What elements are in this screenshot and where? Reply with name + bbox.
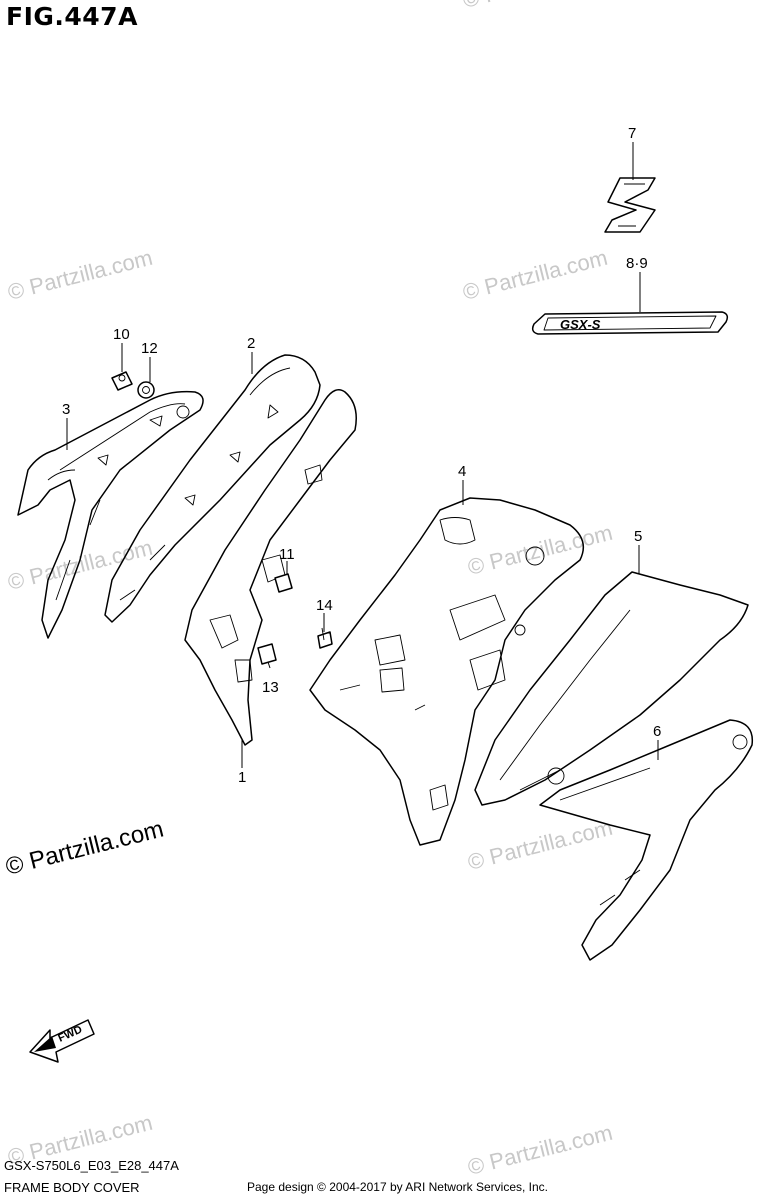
part-10-bolt [111,371,133,391]
callout-1: 1 [238,769,246,786]
watermark: © Partzilla.com [465,815,615,875]
part-2-cover [104,354,321,623]
callout-10: 10 [113,326,130,343]
watermark-group: © Partzilla.com © Partzilla.com © Partzi… [3,0,615,1180]
watermark: © Partzilla.com [460,0,610,13]
callout-14: 14 [316,597,333,614]
watermark: © Partzilla.com [460,245,610,305]
callout-5: 5 [634,528,642,545]
part-5-panel [474,571,749,806]
part-7-emblem [604,177,656,233]
watermark-dark: © Partzilla.com [3,816,166,881]
fwd-arrow: FWD [29,1019,95,1063]
watermark: © Partzilla.com [465,520,615,580]
part-4-cover [309,497,585,846]
copyright-notice: Page design © 2004-2017 by ARI Network S… [247,1180,549,1194]
figure-title: FIG.447A [6,2,138,31]
part-11-grommet [274,573,293,593]
figure-name: FRAME BODY COVER [4,1180,140,1195]
callout-11: 11 [279,546,295,563]
watermark: © Partzilla.com [465,1120,615,1180]
callout-8-9: 8·9 [626,255,648,272]
callout-13: 13 [262,679,279,696]
callout-6: 6 [653,723,661,740]
part-3-cover [17,390,204,639]
callout-2: 2 [247,335,255,352]
part-8-9-emblem: GSX-S [531,311,729,335]
callout-12: 12 [141,340,158,357]
callout-7: 7 [628,125,636,142]
leader-lines [66,142,659,768]
emblem-text: GSX-S [560,317,601,332]
part-14-screw [317,627,333,649]
part-6-cover [539,719,754,961]
callout-4: 4 [458,463,466,480]
part-12-grommet [137,381,155,399]
part-13-nut [257,643,277,665]
watermark: © Partzilla.com [5,245,155,305]
figure-code: GSX-S750L6_E03_E28_447A [4,1158,179,1173]
callout-3: 3 [62,401,70,418]
callouts: 7 8·9 2 10 12 3 4 5 11 14 13 6 1 [62,125,661,786]
